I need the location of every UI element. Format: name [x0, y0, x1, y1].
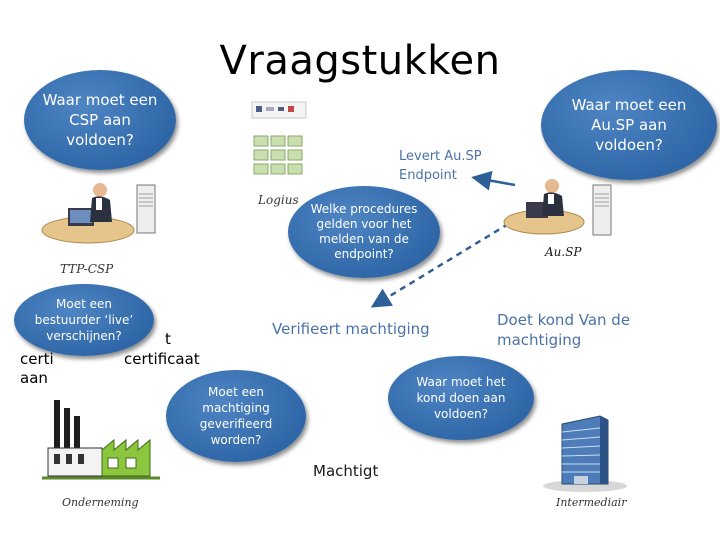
factory-icon: [42, 392, 162, 482]
verifieert-label: Verifieert machtiging: [272, 320, 430, 338]
intermediair-label: Intermediair: [556, 496, 627, 509]
arrow-ausp-to-verify: [370, 216, 519, 308]
bestuurder-question-bubble: Moet een bestuurder ‘live’ verschijnen?: [14, 284, 154, 356]
ausp-question-text: Waar moet een Au.SP aan voldoen?: [571, 96, 687, 154]
procedures-question-bubble: Welke procedures gelden voor het melden …: [288, 186, 440, 278]
csp-person-icon: [38, 178, 142, 246]
ausp-question-bubble: Waar moet een Au.SP aan voldoen?: [541, 70, 717, 180]
aan-fragment: aan: [20, 369, 48, 387]
ttp-csp-label: TTP-CSP: [60, 262, 114, 276]
logius-server-icon: [246, 96, 310, 188]
csp-question-bubble: Waar moet een CSP aan voldoen?: [24, 70, 176, 170]
verified-question-bubble: Moet een machtiging geverifieerd worden?: [166, 370, 306, 462]
machtigt-label: Machtigt: [313, 462, 379, 480]
building-icon: [540, 410, 630, 492]
kond-question-text: Waar moet het kond doen aan voldoen?: [416, 375, 506, 421]
csp-question-text: Waar moet een CSP aan voldoen?: [42, 91, 158, 149]
arrow-ausp-to-logius: [471, 170, 516, 191]
verified-question-text: Moet een machtiging geverifieerd worden?: [199, 385, 273, 447]
onderneming-label: Onderneming: [62, 496, 139, 509]
logius-label: Logius: [258, 193, 299, 207]
bestuurder-question-text: Moet een bestuurder ‘live’ verschijnen?: [34, 297, 134, 343]
levert-endpoint-label: Levert Au.SP Endpoint: [399, 149, 482, 183]
cert-fragment-left: certi: [20, 350, 54, 368]
page-title: Vraagstukken: [219, 38, 501, 84]
procedures-question-text: Welke procedures gelden voor het melden …: [310, 202, 418, 261]
certificaat-fragment: certificaat: [124, 350, 200, 368]
t-fragment: t: [165, 330, 171, 348]
csp-server-icon: [136, 184, 156, 234]
doet-kond-label: Doet kond Van de machtiging: [497, 311, 631, 349]
ausp-person-icon: [500, 176, 590, 238]
ausp-label: Au.SP: [545, 245, 582, 259]
ausp-server-icon: [592, 184, 612, 236]
kond-question-bubble: Waar moet het kond doen aan voldoen?: [388, 356, 534, 440]
